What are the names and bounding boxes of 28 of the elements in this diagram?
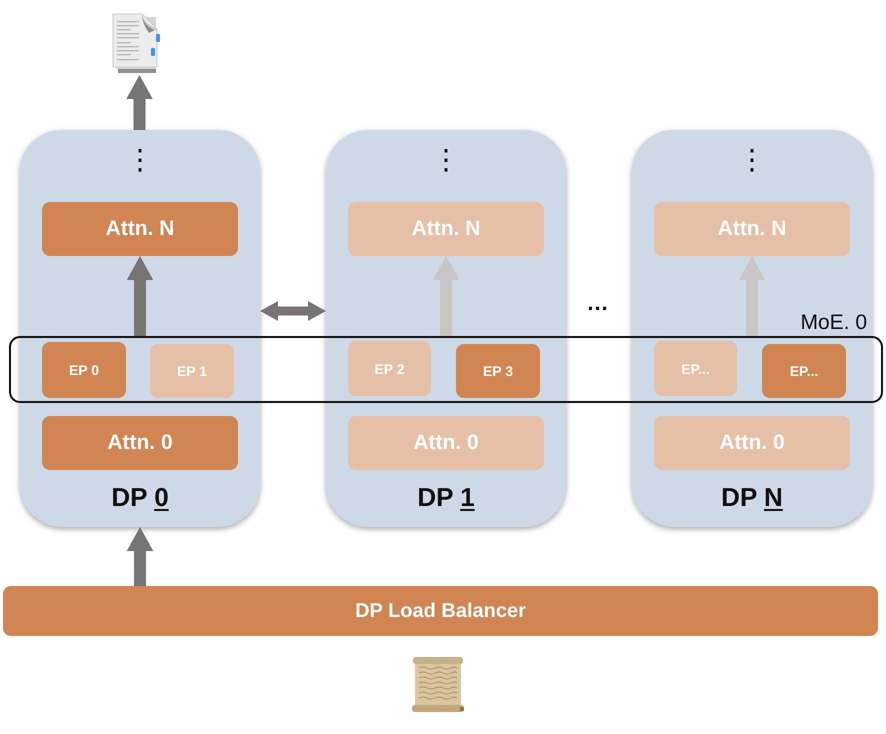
- attention-block: Attn. N: [654, 202, 850, 256]
- attention-block: Attn. 0: [348, 416, 544, 470]
- vertical-ellipsis: ⋮: [738, 146, 766, 174]
- expert-block: EP 3: [456, 344, 540, 398]
- expert-block: EP...: [654, 341, 737, 396]
- attention-block: Attn. N: [348, 202, 544, 256]
- arrow: [126, 256, 154, 336]
- group-outline: [9, 336, 883, 403]
- expert-block: EP 0: [42, 342, 126, 398]
- ellipsis: ...: [587, 292, 609, 314]
- vertical-ellipsis: ⋮: [432, 146, 460, 174]
- vertical-ellipsis: ⋮: [126, 146, 154, 174]
- expert-block: EP...: [762, 344, 846, 398]
- attention-block: Attn. 0: [42, 416, 238, 470]
- panel-title: DP N: [721, 483, 783, 513]
- arrow: [432, 256, 460, 336]
- attention-block: Attn. N: [42, 202, 238, 256]
- arrow: [126, 75, 153, 130]
- double-arrow: [260, 301, 326, 321]
- attention-block: Attn. 0: [654, 416, 850, 470]
- expert-block: EP 1: [150, 344, 234, 398]
- expert-block: EP 2: [348, 341, 431, 396]
- panel-title: DP 0: [111, 483, 169, 513]
- load-balancer-bar: DP Load Balancer: [3, 586, 878, 636]
- arrow: [126, 527, 154, 586]
- arrow: [738, 256, 766, 336]
- panel-title: DP 1: [417, 483, 475, 513]
- group-label: MoE. 0: [800, 311, 867, 334]
